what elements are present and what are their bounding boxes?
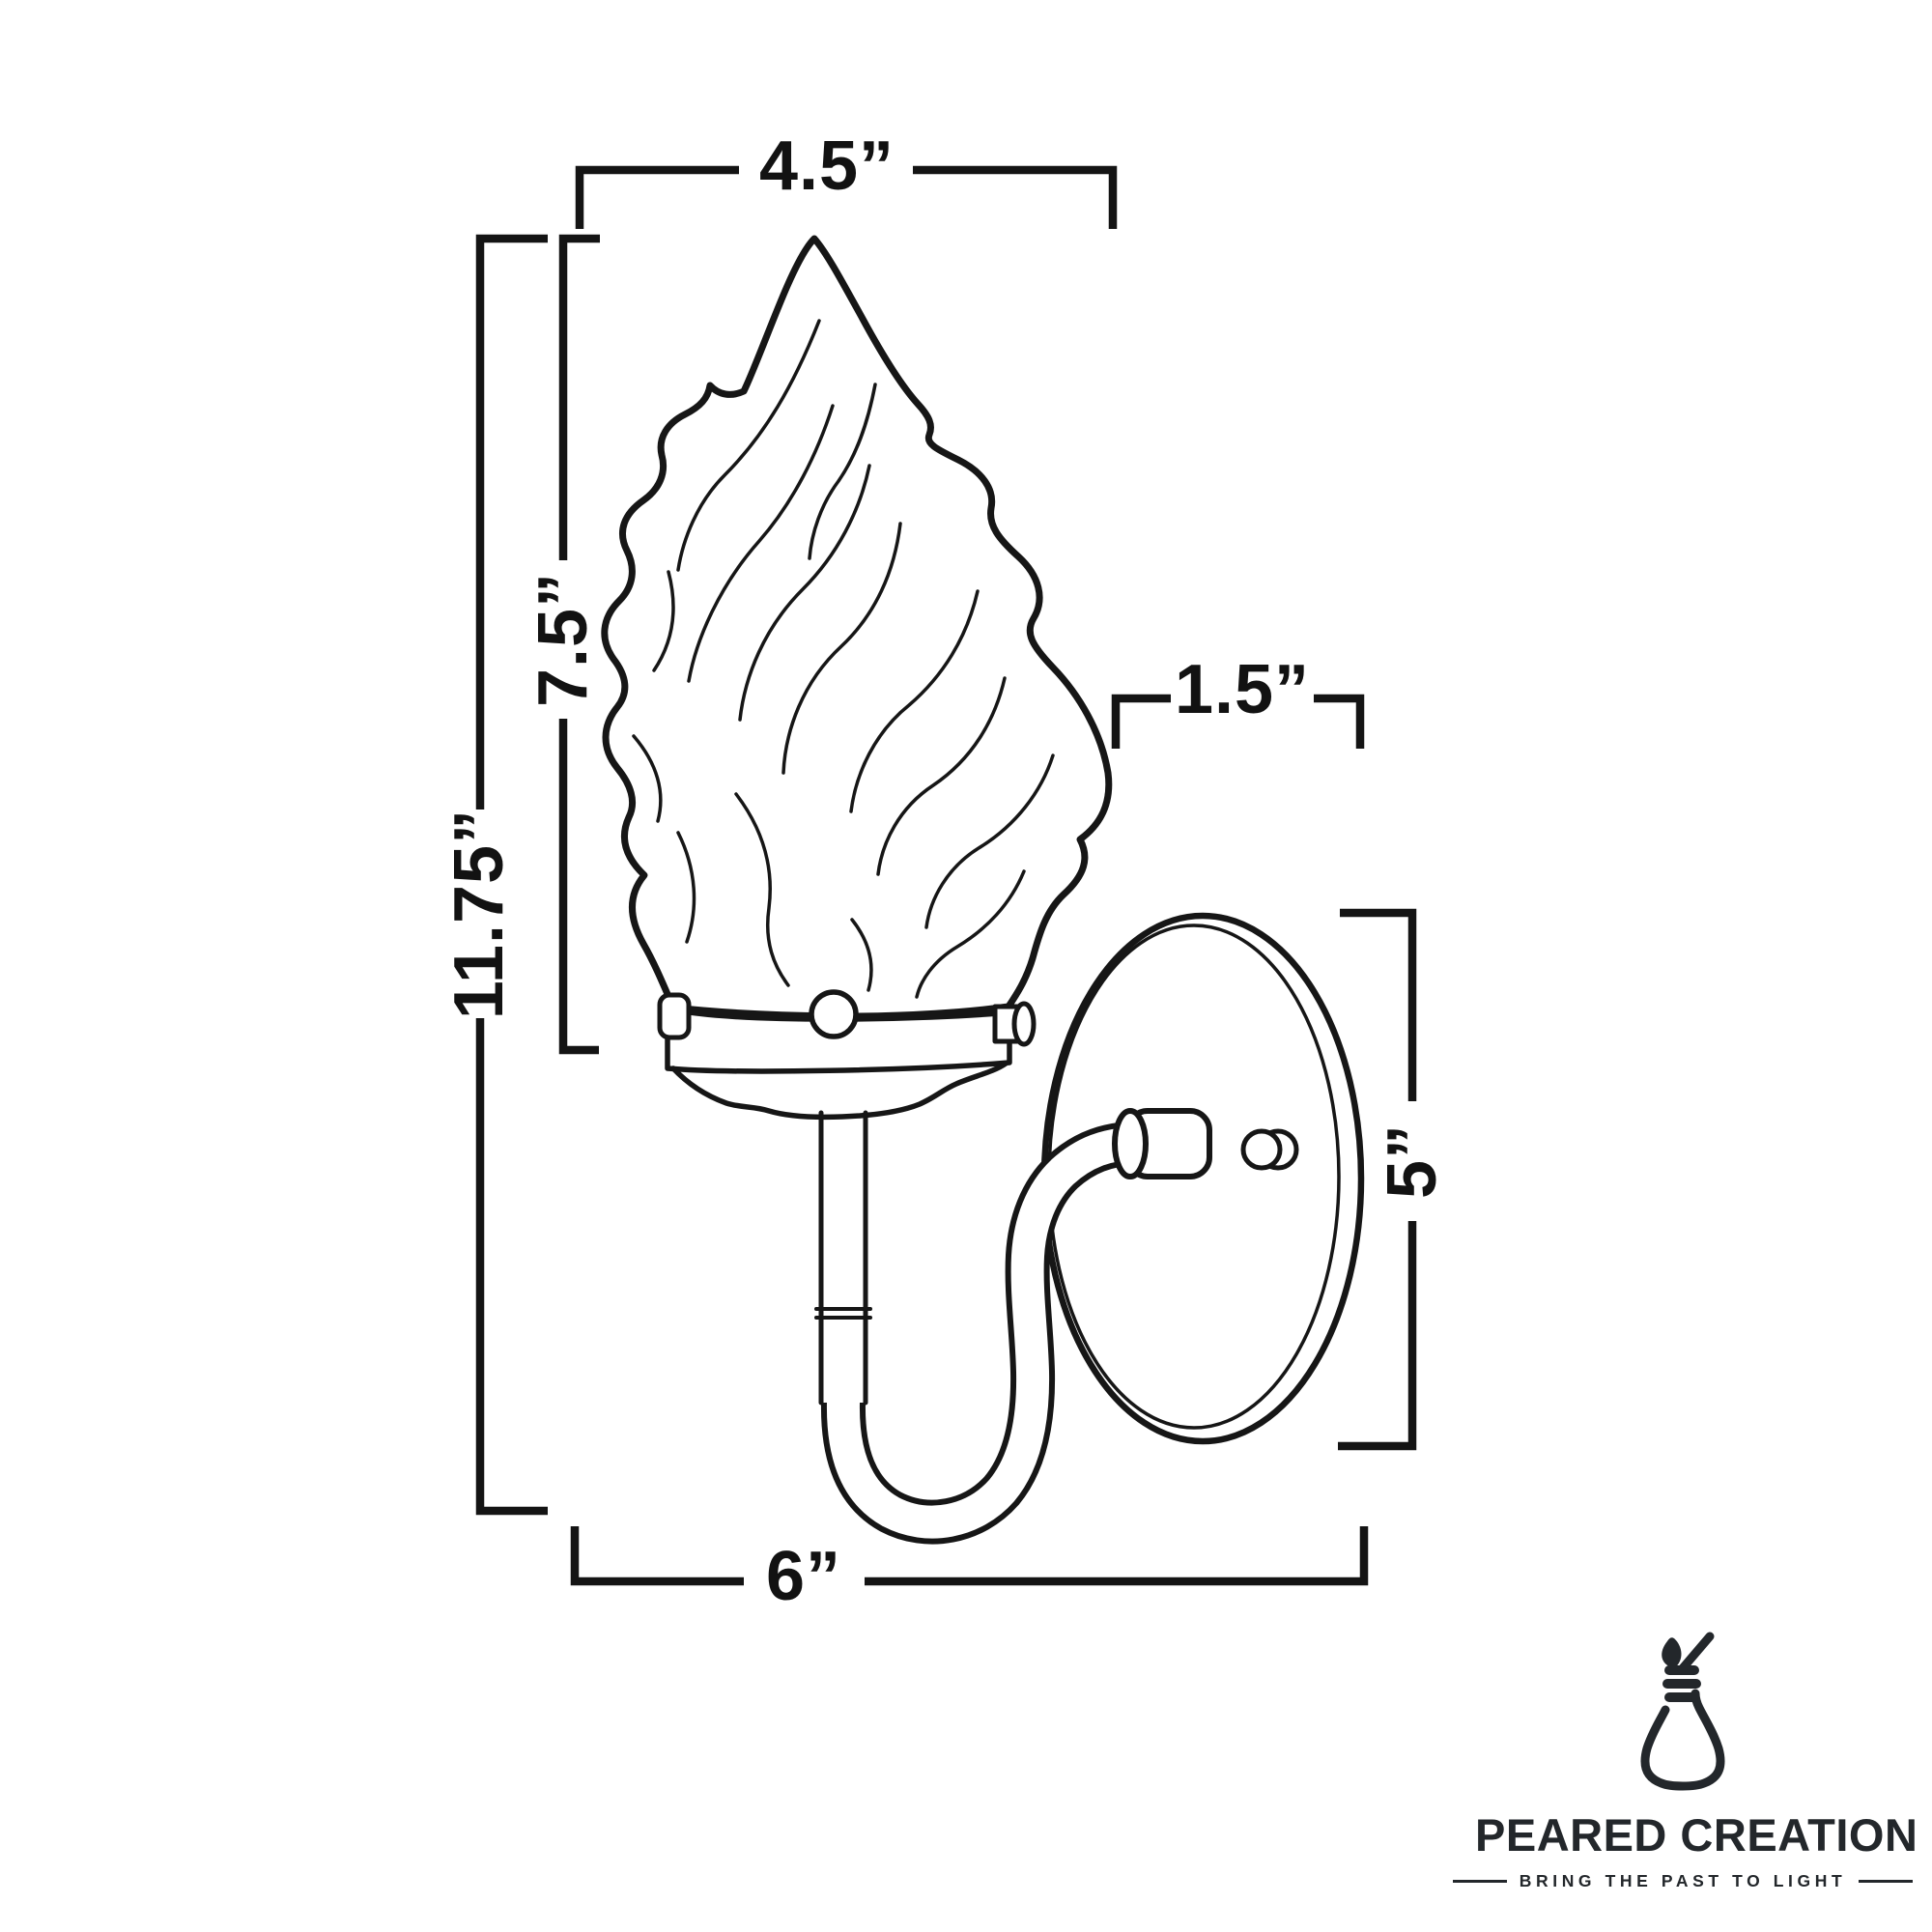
bulb-outline	[1640, 1689, 1725, 1791]
flame-texture-lines	[632, 319, 1055, 999]
dim-shade-height-bracket	[558, 234, 600, 1055]
dim-overall-height-bracket	[475, 234, 548, 1516]
fitter-knob	[809, 989, 859, 1039]
shade-skirt	[670, 1061, 1009, 1121]
brand-tagline: BRING THE PAST TO LIGHT	[1519, 1871, 1847, 1890]
tagline-rule-left	[1452, 1879, 1507, 1884]
candle-stem	[814, 1110, 872, 1406]
dim-overall-height-label: 11.75”	[440, 808, 518, 1020]
brand-name: PEARED CREATION	[1475, 1809, 1918, 1861]
dim-shade-width-bracket	[575, 165, 1118, 229]
dim-overall-depth-label: 6”	[765, 1538, 842, 1615]
shade-fitter	[657, 989, 1037, 1121]
dim-shade-height-label: 7.5”	[525, 571, 602, 708]
pear-leaf	[1662, 1637, 1682, 1668]
wall-backplate	[1040, 912, 1365, 1445]
dim-shade-width-label: 4.5”	[758, 128, 895, 205]
mounting-screw	[1240, 1128, 1299, 1171]
fitter-screw-right	[992, 1001, 1037, 1047]
dim-overall-depth-bracket	[570, 1526, 1369, 1586]
pear-stem	[1677, 1632, 1715, 1674]
pear-lightbulb-icon	[1640, 1632, 1725, 1791]
flame-shade	[601, 235, 1113, 1020]
tagline-rule-right	[1859, 1879, 1914, 1884]
brand-logo: PEARED CREATION BRING THE PAST TO LIGHT	[1452, 1631, 1918, 1891]
fitter-screw-left	[657, 992, 692, 1040]
dim-backplate-offset-label: 1.5”	[1174, 651, 1311, 728]
dim-backplate-height-bracket	[1338, 908, 1417, 1451]
dim-backplate-height-label: 5”	[1374, 1122, 1451, 1200]
arm-socket	[1112, 1108, 1212, 1179]
dim-backplate-offset-bracket	[1111, 694, 1365, 749]
scroll-arm	[820, 1122, 1157, 1545]
